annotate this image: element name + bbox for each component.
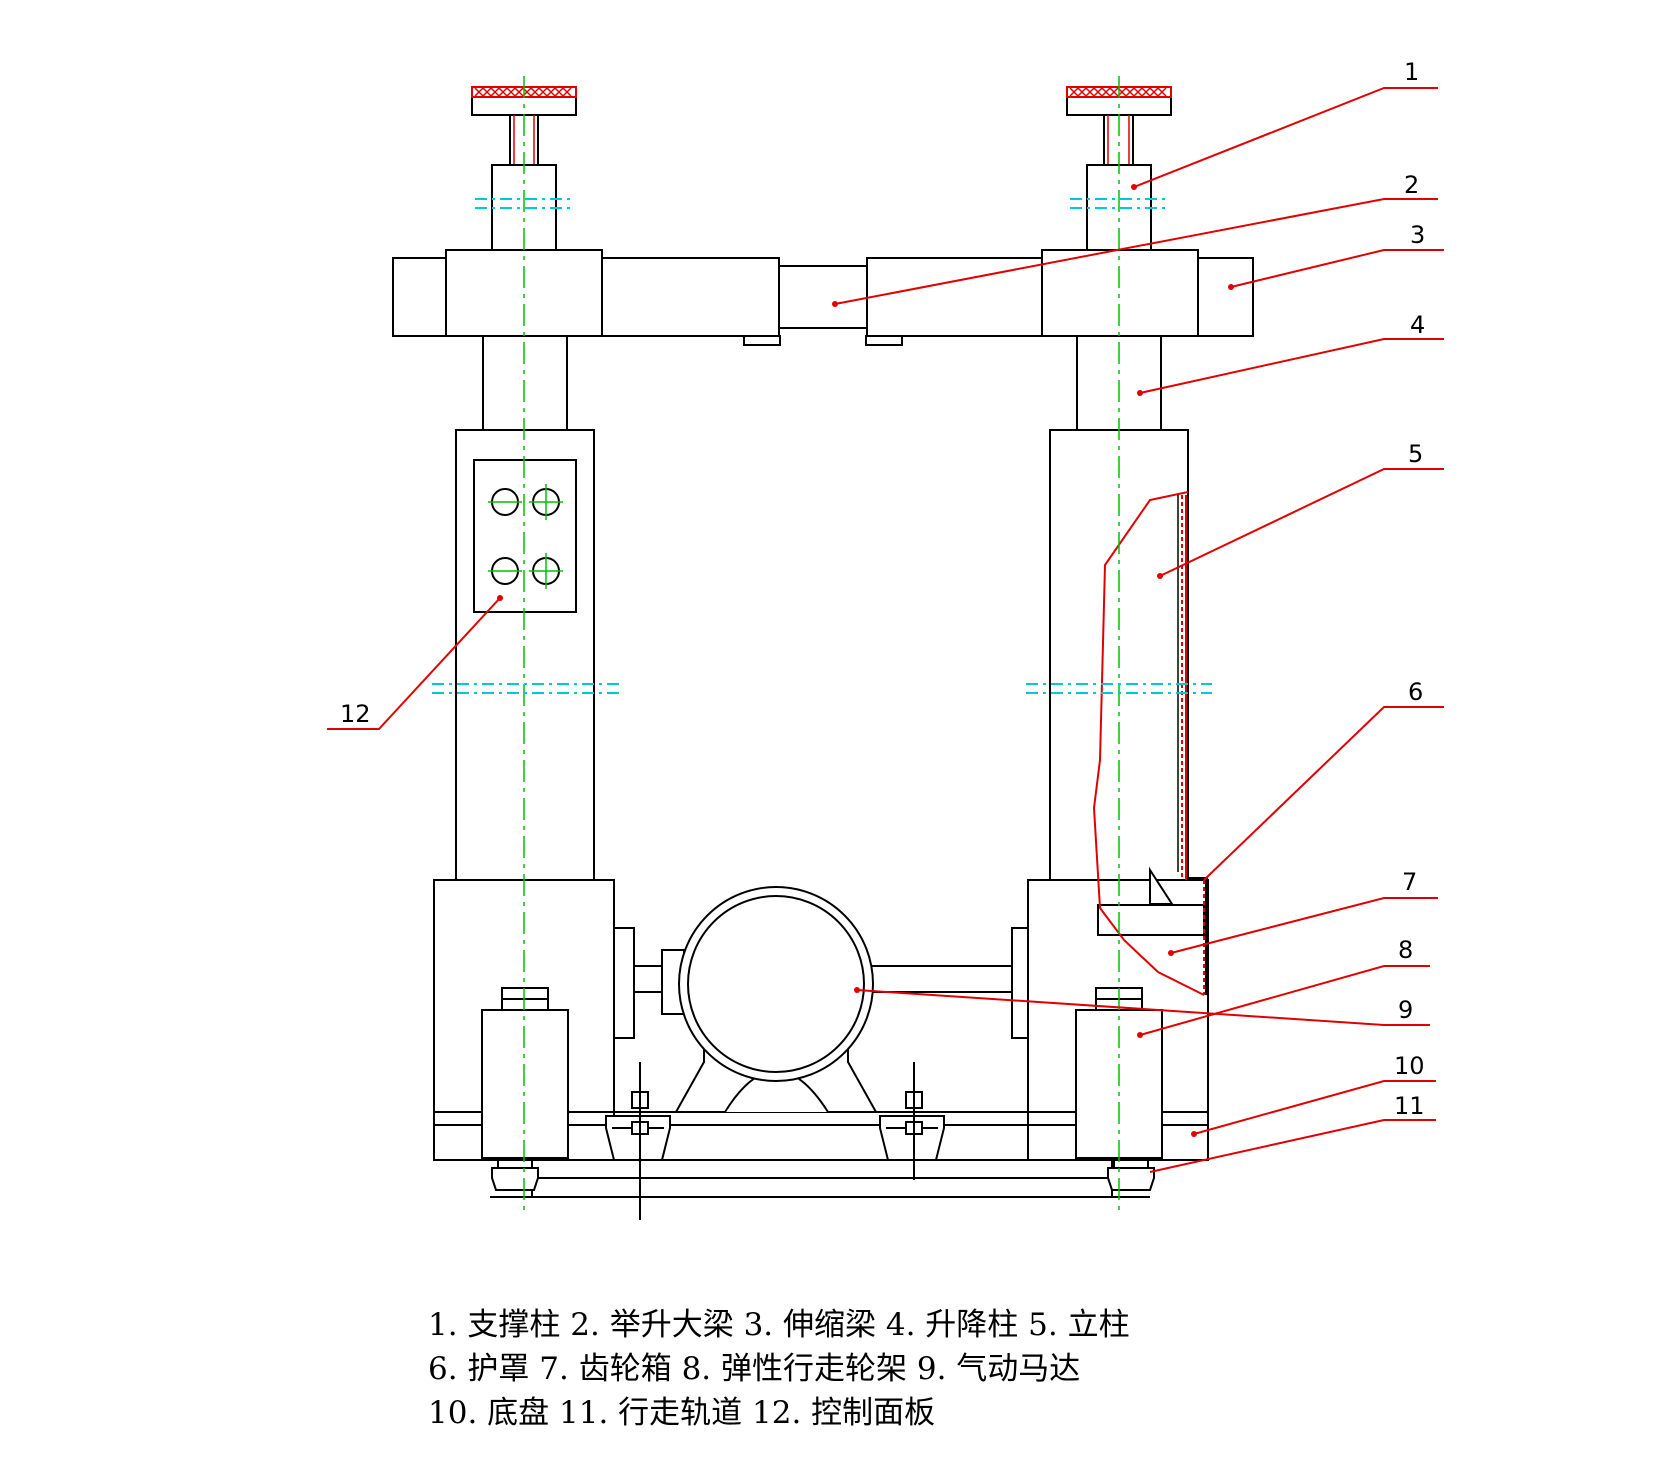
leader-dots bbox=[497, 184, 1234, 1137]
break-lines bbox=[432, 198, 1212, 694]
callout-12: 12 bbox=[340, 700, 371, 728]
callout-3: 3 bbox=[1410, 221, 1425, 249]
leader-lines bbox=[327, 87, 1444, 1173]
lift-beam-assembly bbox=[392, 249, 1254, 346]
callout-7: 7 bbox=[1402, 868, 1417, 896]
control-panel bbox=[473, 459, 577, 613]
pneumatic-motor bbox=[674, 886, 878, 1113]
callout-5: 5 bbox=[1408, 440, 1423, 468]
legend-line-2: 6. 护罩 7. 齿轮箱 8. 弹性行走轮架 9. 气动马达 bbox=[428, 1351, 1081, 1387]
callout-9: 9 bbox=[1398, 996, 1413, 1024]
callout-labels: 1 2 3 4 5 6 7 8 9 10 11 12 bbox=[340, 58, 1425, 1120]
callout-8: 8 bbox=[1398, 936, 1413, 964]
legend-line-3: 10. 底盘 11. 行走轨道 12. 控制面板 bbox=[428, 1395, 936, 1431]
parts-legend: 1. 支撑柱 2. 举升大梁 3. 伸缩梁 4. 升降柱 5. 立柱 6. 护罩… bbox=[428, 1303, 1130, 1435]
callout-1: 1 bbox=[1404, 58, 1419, 86]
callout-2: 2 bbox=[1404, 171, 1419, 199]
drive-shaft bbox=[613, 927, 1029, 1039]
cover-section bbox=[1092, 491, 1205, 996]
callout-11: 11 bbox=[1394, 1092, 1425, 1120]
control-panel-crosshairs bbox=[488, 484, 563, 589]
callout-4: 4 bbox=[1410, 311, 1425, 339]
callout-6: 6 bbox=[1408, 678, 1423, 706]
mounting-rails bbox=[605, 1062, 1028, 1220]
legend-line-1: 1. 支撑柱 2. 举升大梁 3. 伸缩梁 4. 升降柱 5. 立柱 bbox=[428, 1307, 1130, 1343]
callout-10: 10 bbox=[1394, 1052, 1425, 1080]
